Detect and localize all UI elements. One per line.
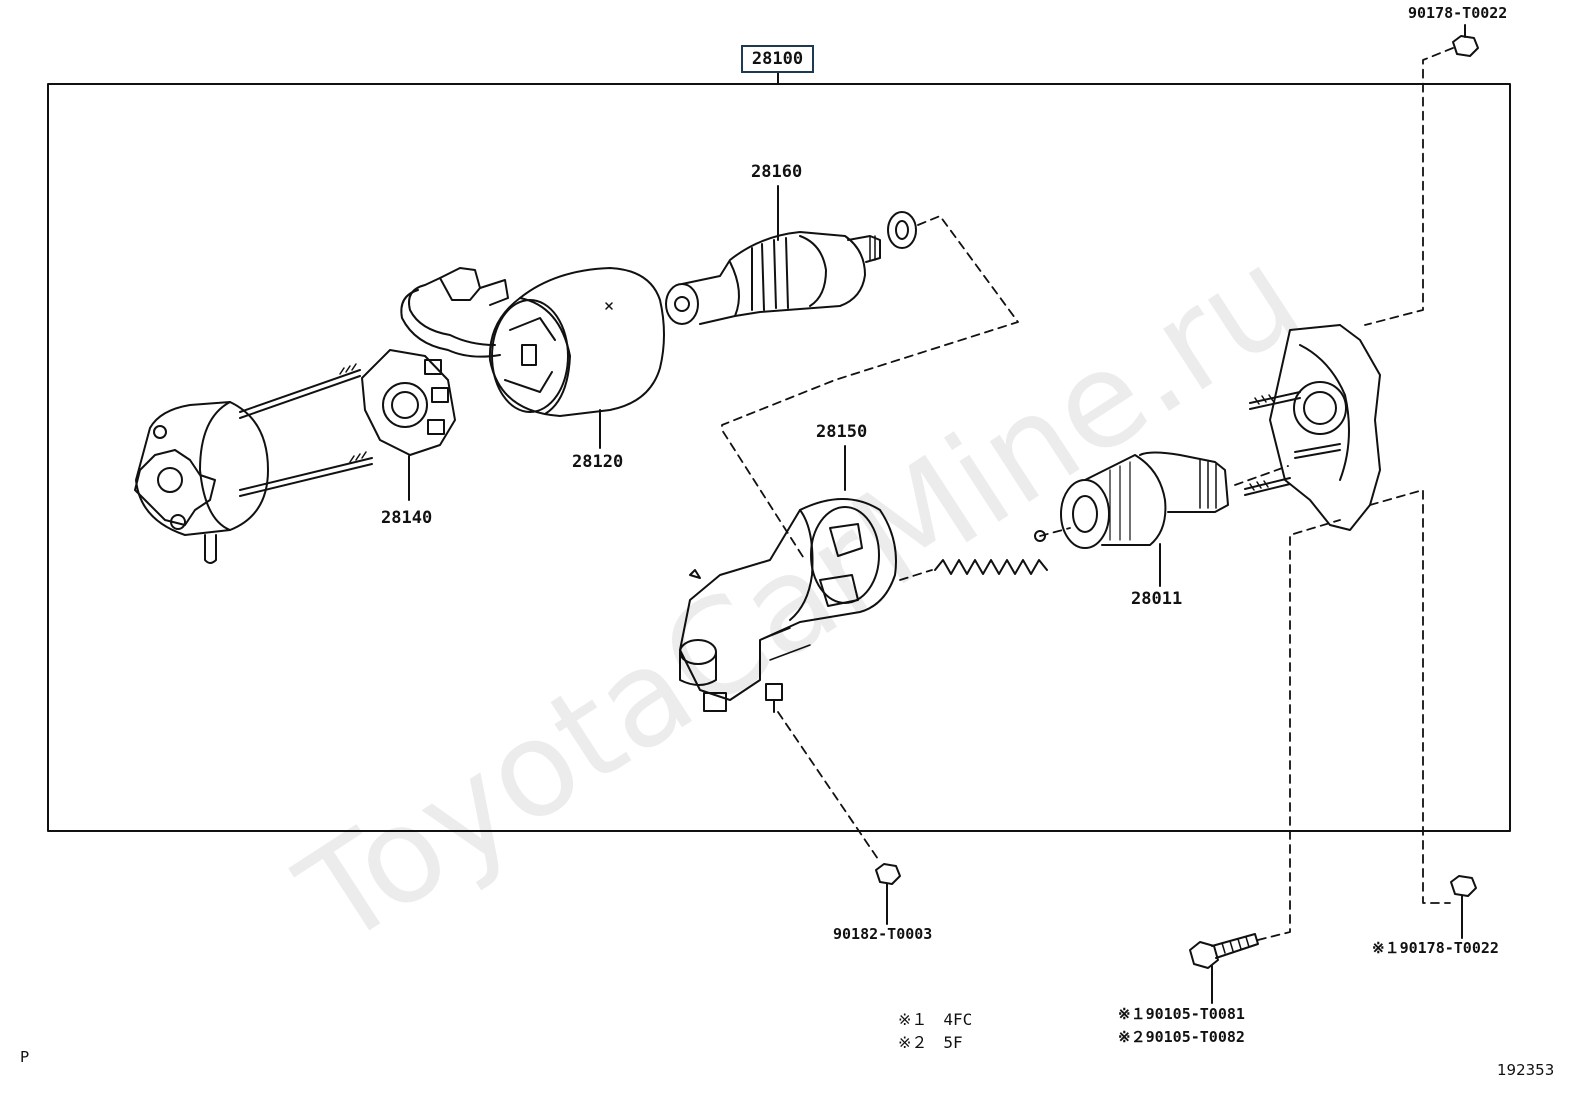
part-label-28011[interactable]: 28011 (1131, 589, 1183, 609)
part-label-28150[interactable]: 28150 (816, 422, 868, 442)
nut-top-drawing (1452, 24, 1479, 57)
part-label-28160[interactable]: 28160 (751, 162, 803, 182)
brush-holder-drawing (361, 349, 456, 501)
nut-right-drawing (1450, 875, 1477, 939)
part-label-bolt-lower-2[interactable]: ※２90105-T0082 (1118, 1028, 1245, 1046)
footnote-2: ※２ 5F (898, 1033, 963, 1052)
nut-bottom-drawing (875, 863, 901, 925)
yoke-drawing (400, 267, 665, 449)
drive-housing-drawing (1244, 324, 1381, 531)
spring-drawing (934, 559, 1048, 575)
part-label-bolt-top[interactable]: 90178-T0022 (1408, 4, 1508, 22)
corner-left-mark: P (20, 1048, 30, 1066)
armature-drawing (665, 185, 881, 325)
rear-end-frame-drawing (134, 363, 373, 564)
assembly-part-number[interactable]: 28100 (741, 45, 814, 73)
starter-clutch-drawing (1060, 451, 1229, 587)
part-label-28140[interactable]: 28140 (381, 508, 433, 528)
through-bolt-drawing (1189, 933, 1259, 1004)
footnote-1: ※１ 4FC (898, 1010, 973, 1029)
magnetic-switch-drawing (679, 445, 897, 713)
part-label-28120[interactable]: 28120 (572, 452, 624, 472)
washer-drawing (887, 211, 917, 249)
part-label-bolt-right[interactable]: ※１90178-T0022 (1372, 939, 1499, 957)
diagram-id: 192353 (1497, 1061, 1555, 1079)
part-label-nut-bottom[interactable]: 90182-T0003 (833, 925, 933, 943)
part-label-bolt-lower-1[interactable]: ※１90105-T0081 (1118, 1005, 1245, 1023)
